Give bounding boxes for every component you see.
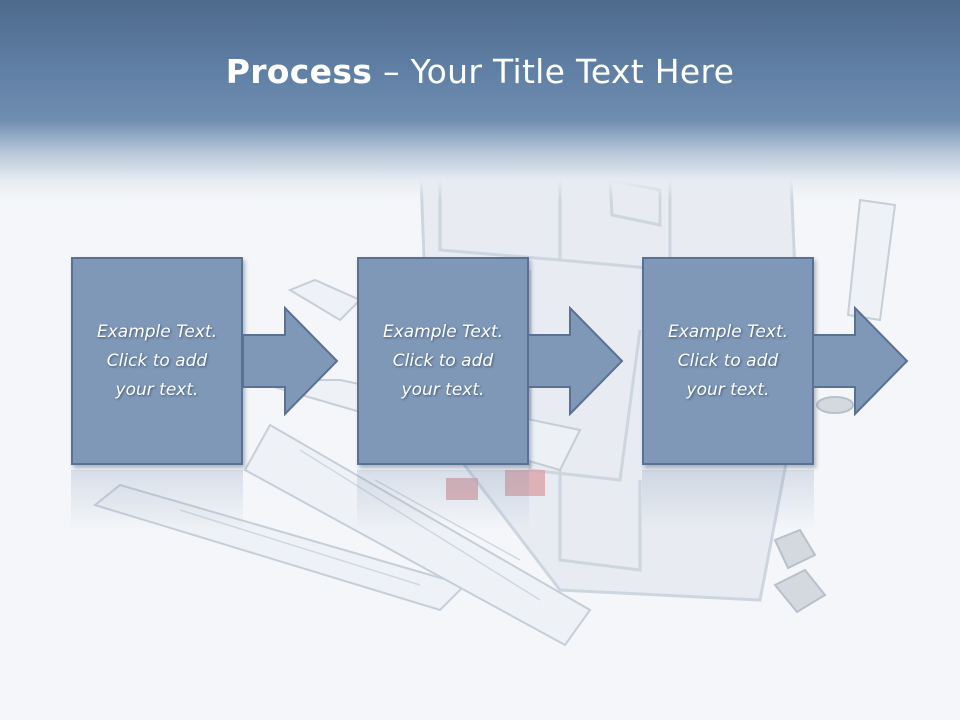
box-reflection [357, 470, 529, 530]
process-step-1[interactable]: Example Text. Click to add your text. [71, 257, 243, 465]
process-step-3[interactable]: Example Text. Click to add your text. [642, 257, 814, 465]
title-bold: Process [225, 52, 373, 91]
process-step-2[interactable]: Example Text. Click to add your text. [357, 257, 529, 465]
step-text-line: Example Text. [667, 321, 789, 342]
step-text-line: Click to add [392, 350, 494, 371]
step-text-line: your text. [401, 379, 485, 400]
step-text-line: Example Text. [96, 321, 218, 342]
right-arrow-icon [813, 306, 909, 416]
right-arrow-icon [528, 306, 624, 416]
step-text-line: Example Text. [382, 321, 504, 342]
title-bar [0, 0, 960, 200]
step-text-line: your text. [115, 379, 199, 400]
title-rest: – Your Title Text Here [372, 52, 735, 91]
right-arrow-icon [243, 306, 339, 416]
box-reflection [642, 470, 814, 530]
slide-title[interactable]: Process – Your Title Text Here [0, 52, 960, 91]
step-text-line: your text. [686, 379, 770, 400]
step-text-line: Click to add [677, 350, 779, 371]
box-reflection [71, 470, 243, 530]
step-text-line: Click to add [106, 350, 208, 371]
